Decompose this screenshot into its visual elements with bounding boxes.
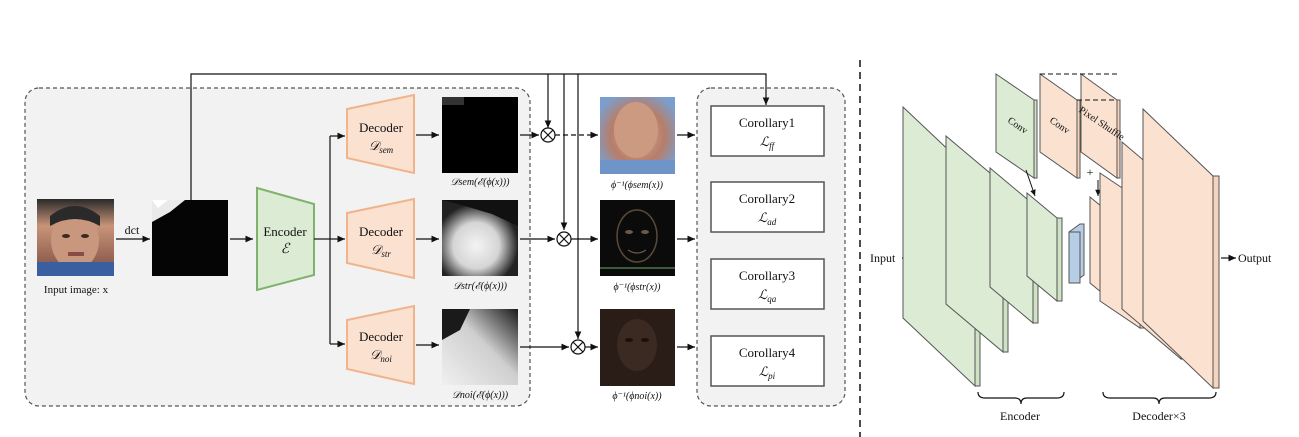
- corollary-4-title: Corollary4: [739, 345, 796, 360]
- decoder-sem-symbol: 𝒟sem: [369, 138, 394, 155]
- latent-block: [1068, 223, 1085, 284]
- pixel-shuffle-block: Pixel Shuffle: [1077, 73, 1127, 179]
- str-output-caption: 𝒟str(ℰ(ϕ(x))): [453, 281, 508, 292]
- corollary-3-title: Corollary3: [739, 268, 795, 283]
- input-caption: Input image: x: [44, 284, 109, 296]
- corollary-4-loss: ℒpi: [759, 364, 776, 381]
- multiply-noi: [570, 339, 586, 355]
- decoder-brace: [1102, 391, 1217, 405]
- sem-mask-image: [442, 97, 518, 173]
- noi-inverse-caption: ϕ⁻¹(ϕnoi(x)): [612, 391, 662, 402]
- right-input-label: Input: [870, 251, 896, 265]
- corollary-2-title: Corollary2: [739, 191, 795, 206]
- decoder-conv-block: Conv: [1039, 73, 1081, 179]
- corollary-4-box: Corollary4 ℒpi: [710, 335, 825, 387]
- str-inverse-caption: ϕ⁻¹(ϕstr(x)): [614, 282, 662, 293]
- sem-inverse-image: [600, 97, 675, 174]
- sem-inverse-caption: ϕ⁻¹(ϕsem(x)): [611, 180, 664, 191]
- corollary-1-title: Corollary1: [739, 115, 795, 130]
- dct-label: dct: [125, 223, 140, 237]
- multiply-str: [556, 231, 572, 247]
- decoder-noi-symbol: 𝒟noi: [370, 347, 392, 364]
- dct-image: [152, 200, 228, 276]
- decoder-str-title: Decoder: [359, 224, 404, 239]
- decoder-str-symbol: 𝒟str: [371, 242, 391, 259]
- skip-conv-block: Conv: [995, 73, 1038, 179]
- decoder-str-block: [346, 197, 415, 280]
- input-image: [37, 199, 114, 276]
- noi-output-caption: 𝒟noi(ℰ(ϕ(x))): [452, 390, 509, 401]
- corollary-3-loss: ℒqa: [758, 287, 777, 304]
- corollary-panel-background: [696, 87, 846, 407]
- corollary-1-loss: ℒff: [760, 134, 776, 151]
- corollary-2-box: Corollary2 ℒad: [710, 181, 825, 233]
- right-output-label: Output: [1238, 251, 1272, 265]
- corollary-1-box: Corollary1 ℒff: [710, 105, 825, 157]
- noi-mask-image: [442, 309, 518, 385]
- str-inverse-image: [600, 200, 675, 276]
- decoder-sem-block: [346, 93, 415, 175]
- decoder-noi-title: Decoder: [359, 329, 404, 344]
- corollary-3-box: Corollary3 ℒqa: [710, 258, 825, 310]
- corollary-2-loss: ℒad: [758, 210, 777, 227]
- encoder-title: Encoder: [263, 224, 307, 239]
- encoder-block: [256, 186, 315, 292]
- decoder-noi-block: [346, 304, 415, 386]
- encoder-symbol: ℰ: [281, 242, 291, 257]
- encoder-brace-label: Encoder: [1000, 409, 1040, 423]
- encoder-layer-4: [1026, 191, 1063, 303]
- decoder-sem-title: Decoder: [359, 120, 404, 135]
- decoder-layer-4: [1142, 107, 1220, 390]
- encoder-brace: [977, 391, 1065, 405]
- noi-inverse-image: [600, 309, 675, 386]
- plus-symbol: +: [1087, 165, 1094, 179]
- multiply-sem: [540, 127, 556, 143]
- sem-output-caption: 𝒟sem(ℰ(ϕ(x))): [451, 177, 511, 188]
- decoder-brace-label: Decoder×3: [1132, 409, 1185, 423]
- str-mask-image: [442, 200, 518, 276]
